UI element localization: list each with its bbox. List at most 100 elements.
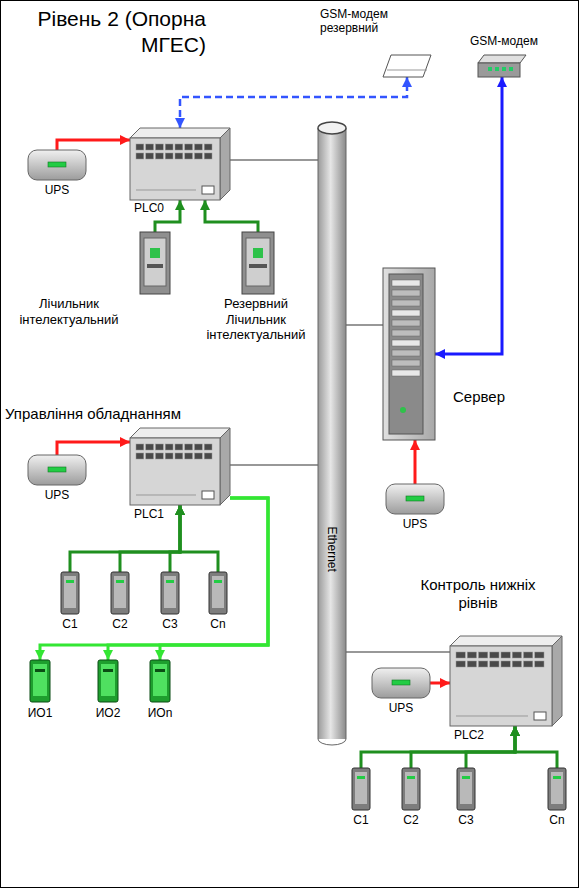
c-icon	[61, 572, 79, 614]
device-label: C1	[341, 813, 381, 827]
device-label: Cn	[198, 617, 238, 631]
device-label: Лічильник інтелектуальний	[3, 296, 135, 327]
ups-icon	[28, 455, 86, 485]
c-icon	[352, 768, 370, 810]
sensor-unit: C1	[352, 768, 370, 810]
plc-picture	[130, 428, 230, 505]
meter-picture	[242, 232, 274, 294]
modemW-icon	[383, 55, 431, 77]
ups-picture	[386, 484, 444, 514]
device-label: Сервер	[453, 388, 533, 406]
device-label: Резервний Лічильник інтелектуальний	[197, 296, 315, 343]
connector	[361, 726, 515, 768]
server-picture	[383, 268, 435, 440]
ups-unit: UPS	[28, 455, 86, 485]
device-label: C2	[100, 617, 140, 631]
gsm-modem: GSM-модем резервний	[383, 55, 431, 77]
plc-controller: PLC1	[130, 428, 230, 505]
c-picture	[402, 768, 420, 810]
device-label: PLC1	[134, 507, 174, 521]
c-picture	[161, 572, 179, 614]
c-picture	[457, 768, 475, 810]
c-icon	[402, 768, 420, 810]
connector	[346, 324, 383, 325]
section-heading: Управління обладнанням	[5, 405, 275, 423]
device-label: UPS	[28, 183, 86, 197]
bus-label: Ethernet	[325, 509, 339, 589]
c-icon	[548, 768, 566, 810]
io-icon	[98, 660, 118, 702]
device-label: UPS	[372, 701, 430, 715]
connector	[180, 77, 407, 128]
device-label: C3	[446, 813, 486, 827]
c-icon	[209, 572, 227, 614]
sensor-unit: C3	[161, 572, 179, 614]
cyl-icon	[318, 122, 346, 745]
device-label: ИО1	[20, 706, 60, 720]
sensor-unit: Cn	[548, 768, 566, 810]
ups-picture	[372, 668, 430, 698]
connector	[435, 77, 502, 354]
connector	[180, 505, 218, 572]
c-picture	[352, 768, 370, 810]
connector	[414, 440, 417, 484]
smart-meter: Резервний Лічильник інтелектуальний	[242, 232, 274, 294]
plc-picture	[130, 128, 230, 200]
ups-icon	[28, 150, 86, 180]
c-icon	[457, 768, 475, 810]
ups-picture	[28, 455, 86, 485]
io-picture	[30, 660, 50, 702]
io-icon	[150, 660, 170, 702]
device-label: GSM-модем	[470, 34, 550, 48]
ups-icon	[386, 484, 444, 514]
ups-unit: UPS	[386, 484, 444, 514]
connector	[120, 505, 180, 572]
plc-icon	[130, 428, 230, 505]
server-icon	[383, 268, 435, 440]
actuator-unit: ИО2	[98, 660, 118, 702]
sensor-unit: C1	[61, 572, 79, 614]
connector	[230, 464, 318, 465]
c-picture	[209, 572, 227, 614]
ups-unit: UPS	[372, 668, 430, 698]
c-picture	[548, 768, 566, 810]
section-heading: Контроль нижніх рівнів	[418, 576, 538, 612]
device-label: Cn	[537, 813, 577, 827]
connector	[515, 726, 557, 768]
ups-unit: UPS	[28, 150, 86, 180]
device-label: C3	[150, 617, 190, 631]
server: Сервер	[383, 268, 435, 440]
sensor-unit: C3	[457, 768, 475, 810]
plc-icon	[130, 128, 230, 200]
c-icon	[161, 572, 179, 614]
sensor-unit: C2	[111, 572, 129, 614]
ups-icon	[372, 668, 430, 698]
plc-icon	[450, 636, 562, 726]
io-picture	[98, 660, 118, 702]
ethernet-bus: Ethernet	[318, 122, 346, 745]
connector	[346, 651, 450, 652]
actuator-unit: ИОn	[150, 660, 170, 702]
plc-controller: PLC0	[130, 128, 230, 200]
meter-icon	[242, 232, 274, 294]
connector	[205, 200, 258, 232]
c-picture	[61, 572, 79, 614]
connector	[57, 442, 130, 455]
diagram-title: Рівень 2 (Опорна МГЕС)	[6, 6, 206, 59]
gsm-modem: GSM-модем	[478, 55, 526, 77]
ups-picture	[28, 150, 86, 180]
meter-picture	[140, 232, 170, 294]
connector	[108, 498, 268, 660]
connector	[430, 682, 450, 685]
plc-picture	[450, 636, 562, 726]
device-label: ИОn	[140, 706, 180, 720]
io-picture	[150, 660, 170, 702]
smart-meter: Лічильник інтелектуальний	[140, 232, 170, 294]
meter-icon	[140, 232, 170, 294]
plc-controller: PLC2	[450, 636, 562, 726]
connector	[57, 140, 130, 150]
cyl-picture	[318, 122, 346, 745]
connector	[411, 726, 515, 768]
